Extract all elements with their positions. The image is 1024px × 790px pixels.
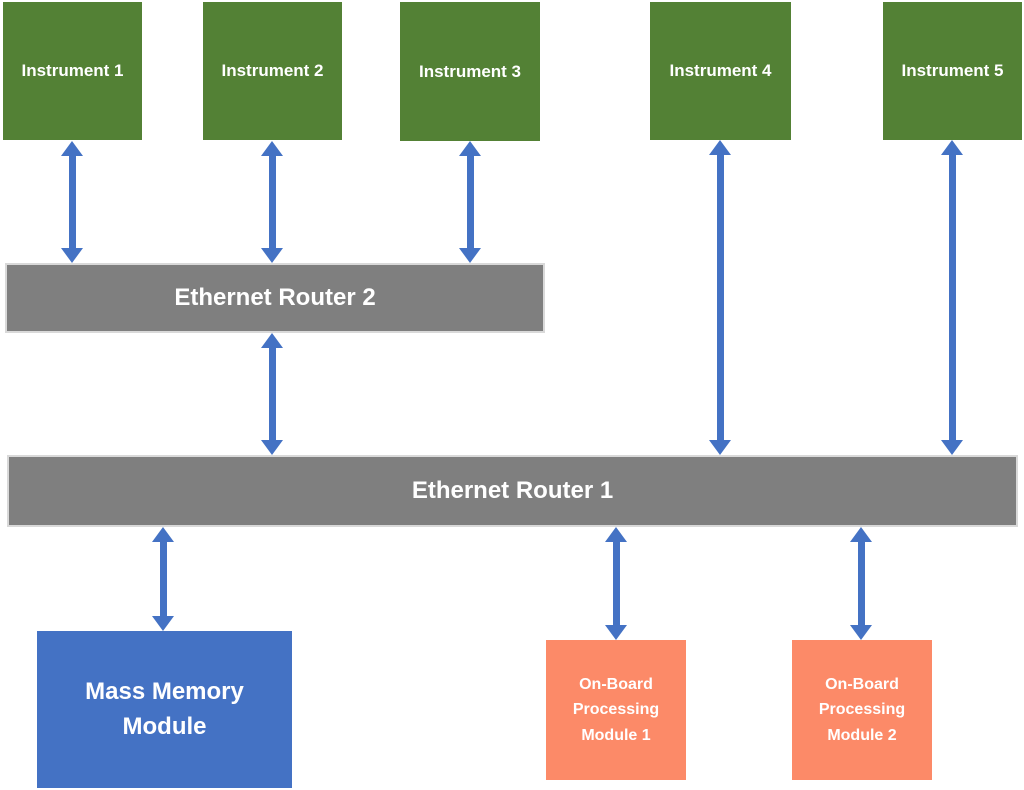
arrowhead-down-icon xyxy=(261,248,283,263)
arrow-shaft xyxy=(948,155,956,440)
arrowhead-down-icon xyxy=(261,440,283,455)
instrument-1-box: Instrument 1 xyxy=(3,2,142,140)
arrowhead-up-icon xyxy=(605,527,627,542)
arrow-shaft xyxy=(159,542,167,616)
arrowhead-up-icon xyxy=(709,140,731,155)
arrow-shaft xyxy=(268,156,276,248)
arrowhead-down-icon xyxy=(459,248,481,263)
arrowhead-up-icon xyxy=(850,527,872,542)
on-board-processing-module-1-label: On-Board Processing Module 1 xyxy=(572,675,660,744)
arrowhead-down-icon xyxy=(941,440,963,455)
on-board-processing-module-2-label: On-Board Processing Module 2 xyxy=(818,675,906,744)
instrument-4-box: Instrument 4 xyxy=(650,2,791,140)
instrument-3-label: Instrument 3 xyxy=(418,61,522,81)
double-arrow-instrument2-router2-icon xyxy=(261,141,283,263)
on-board-processing-module-1-box: On-Board Processing Module 1 xyxy=(546,640,686,780)
ethernet-router-1-box: Ethernet Router 1 xyxy=(7,455,1018,527)
arrowhead-up-icon xyxy=(941,140,963,155)
double-arrow-router1-processing2-icon xyxy=(850,527,872,640)
double-arrow-router1-processing1-icon xyxy=(605,527,627,640)
arrowhead-down-icon xyxy=(605,625,627,640)
instrument-5-label: Instrument 5 xyxy=(901,61,1004,80)
arrowhead-up-icon xyxy=(459,141,481,156)
instrument-5-box: Instrument 5 xyxy=(883,2,1022,140)
arrow-shaft xyxy=(268,348,276,440)
arrowhead-up-icon xyxy=(261,333,283,348)
double-arrow-router2-router1-icon xyxy=(261,333,283,455)
instrument-3-box: Instrument 3 xyxy=(400,2,540,141)
arrow-shaft xyxy=(466,156,474,248)
arrow-shaft xyxy=(857,542,865,625)
arrowhead-down-icon xyxy=(850,625,872,640)
arrow-shaft xyxy=(68,156,76,248)
instrument-4-label: Instrument 4 xyxy=(669,61,772,80)
arrow-shaft xyxy=(716,155,724,440)
mass-memory-module-label: Mass Memory Module xyxy=(85,677,244,740)
ethernet-router-2-label: Ethernet Router 2 xyxy=(174,284,376,311)
mass-memory-module-box: Mass Memory Module xyxy=(37,631,292,788)
instrument-1-label: Instrument 1 xyxy=(21,61,124,80)
double-arrow-router1-mass-memory-icon xyxy=(152,527,174,631)
instrument-2-label: Instrument 2 xyxy=(221,61,324,80)
arrowhead-up-icon xyxy=(61,141,83,156)
on-board-processing-module-2-box: On-Board Processing Module 2 xyxy=(792,640,932,780)
arrowhead-up-icon xyxy=(152,527,174,542)
arrow-shaft xyxy=(612,542,620,625)
double-arrow-instrument5-router1-icon xyxy=(941,140,963,455)
double-arrow-instrument3-router2-icon xyxy=(459,141,481,263)
arrowhead-down-icon xyxy=(61,248,83,263)
ethernet-router-2-box: Ethernet Router 2 xyxy=(5,263,545,333)
double-arrow-instrument4-router1-icon xyxy=(709,140,731,455)
instrument-2-box: Instrument 2 xyxy=(203,2,342,140)
ethernet-router-1-label: Ethernet Router 1 xyxy=(411,477,614,504)
arrowhead-up-icon xyxy=(261,141,283,156)
arrowhead-down-icon xyxy=(152,616,174,631)
double-arrow-instrument1-router2-icon xyxy=(61,141,83,263)
arrowhead-down-icon xyxy=(709,440,731,455)
